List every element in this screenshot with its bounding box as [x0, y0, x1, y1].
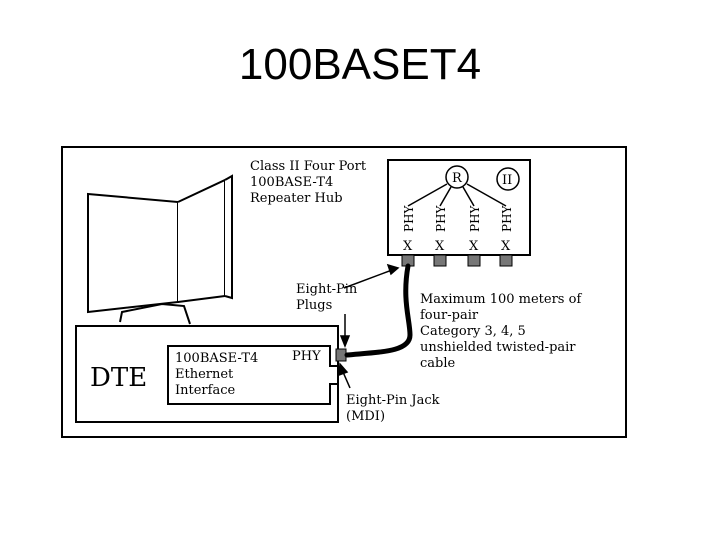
plug-arrows	[339, 263, 400, 349]
hub-caption-line3: Repeater Hub	[250, 191, 343, 206]
class-circle	[496, 167, 520, 191]
port-2-phy-label: PHY	[434, 204, 448, 232]
diagram-frame	[61, 146, 627, 438]
port-1-x-label: X	[403, 239, 413, 254]
dte-phy-label: PHY	[292, 349, 321, 364]
port-4-phy-label: PHY	[500, 204, 514, 232]
port-4-x-label: X	[501, 239, 511, 254]
port-3-jack	[467, 254, 481, 267]
cable-label-line3: Category 3, 4, 5	[420, 324, 526, 339]
cable-label-line2: four-pair	[420, 308, 479, 323]
repeater-links	[407, 183, 507, 207]
port-3-x-label: X	[469, 239, 479, 254]
interface-label-line1: 100BASE-T4	[175, 351, 258, 366]
hub-box	[387, 159, 531, 256]
port-1-phy-label: PHY	[402, 204, 416, 232]
hub-ports: PHY PHY PHY PHY X X X X	[401, 204, 514, 267]
interface-label-line3: Interface	[175, 383, 235, 398]
class-label: II	[502, 173, 512, 188]
repeater-label: R	[452, 171, 463, 186]
cable-label-line1: Maximum 100 meters of	[420, 292, 582, 307]
hub-caption-line2: 100BASE-T4	[250, 175, 333, 190]
twisted-pair-cable	[344, 263, 413, 358]
port-2-x-label: X	[435, 239, 445, 254]
hub-caption-line1: Class II Four Port	[250, 159, 367, 174]
monitor-icon	[87, 174, 233, 325]
jack-label-line1: Eight-Pin Jack	[346, 393, 440, 408]
interface-card	[167, 345, 339, 405]
port-3-phy-label: PHY	[468, 204, 482, 232]
slide-title: 100BASET4	[238, 40, 482, 89]
cable-label-line4: unshielded twisted-pair	[420, 340, 576, 355]
plugs-label-line1: Eight-Pin	[296, 282, 358, 297]
cable-label-line5: cable	[420, 356, 456, 371]
interface-label-line2: Ethernet	[175, 367, 234, 382]
dte-label: DTE	[90, 363, 147, 393]
plugs-label-line2: Plugs	[296, 298, 332, 313]
repeater-circle	[445, 165, 469, 189]
port-2-jack	[433, 254, 447, 267]
jack-label-line2: (MDI)	[346, 409, 385, 424]
jack-arrow	[338, 362, 351, 389]
port-4-jack	[499, 254, 513, 267]
